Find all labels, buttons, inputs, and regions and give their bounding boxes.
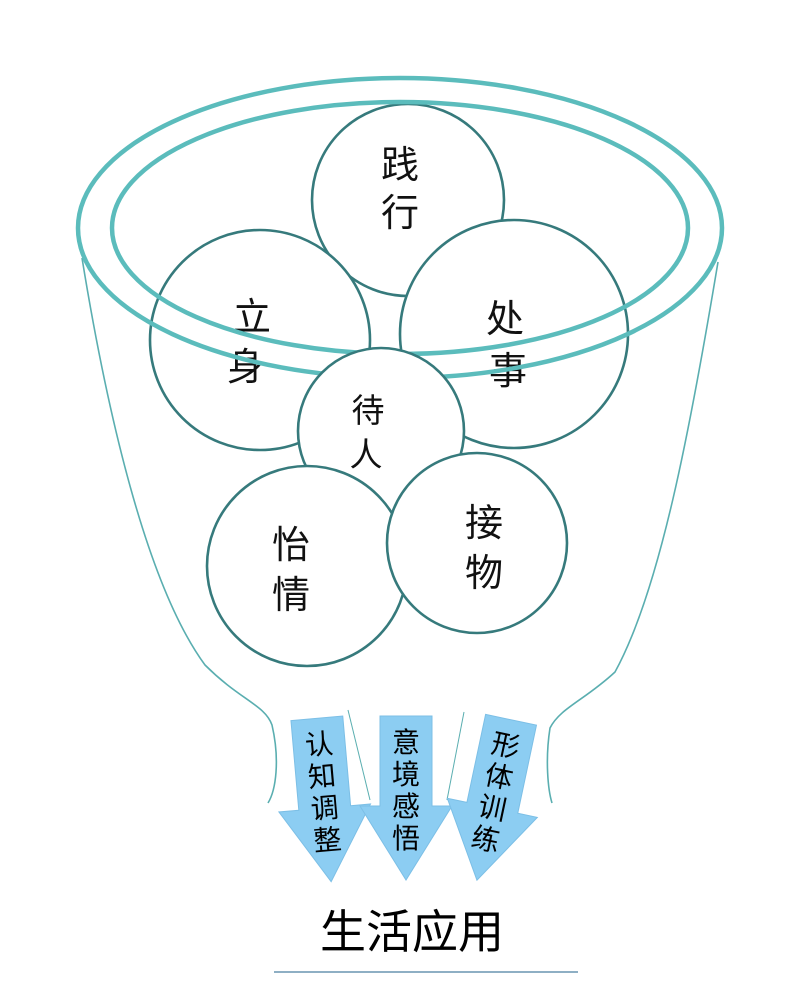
circle-lishen-char-2: 身 xyxy=(227,345,265,389)
circle-jiewu-shape xyxy=(385,451,569,635)
output: 生活应用 xyxy=(274,905,578,973)
arrow-xingti: 形 体 训 练 xyxy=(446,713,539,882)
circle-dairen-char-1: 待 xyxy=(352,391,385,430)
arrow-renzhi-char-1: 认 xyxy=(304,727,335,762)
circle-dairen-char-2: 人 xyxy=(350,435,383,474)
arrow-renzhi-shape xyxy=(277,715,372,883)
arrow-yijing-char-2: 境 xyxy=(392,758,420,791)
output-label: 生活应用 xyxy=(320,905,504,959)
funnel-inner-line-left xyxy=(347,709,371,801)
circle-group-lower: 待 人 怡 情 接 物 xyxy=(205,346,569,668)
arrow-yijing-char-1: 意 xyxy=(392,726,420,759)
circle-yiqing: 怡 情 xyxy=(205,464,409,668)
arrow-yijing-shape xyxy=(359,715,453,881)
circle-chushi-char-1: 处 xyxy=(486,297,524,341)
arrow-xingti-char-1: 形 xyxy=(488,727,522,765)
arrow-yijing: 意 境 感 悟 xyxy=(359,715,453,881)
funnel-left-side xyxy=(81,257,278,804)
funnel-inner-line-right xyxy=(446,711,465,801)
circle-jianxing-char-1: 践 xyxy=(381,143,419,187)
arrow-renzhi: 认 知 调 整 xyxy=(277,715,372,883)
funnel-right-side xyxy=(546,261,719,804)
arrow-xingti-char-4: 练 xyxy=(468,821,502,859)
circle-jiewu-char-2: 物 xyxy=(465,551,503,595)
arrow-xingti-char-3: 训 xyxy=(475,789,509,827)
funnel-body xyxy=(81,257,719,804)
arrow-renzhi-char-3: 调 xyxy=(309,791,340,826)
circle-chushi: 处 事 xyxy=(398,218,630,450)
circle-yiqing-char-2: 情 xyxy=(272,573,310,617)
arrow-renzhi-char-2: 知 xyxy=(307,759,338,794)
circle-jiewu-char-1: 接 xyxy=(465,501,503,545)
circle-yiqing-char-1: 怡 xyxy=(272,523,310,567)
circle-jiewu: 接 物 xyxy=(385,451,569,635)
arrow-xingti-shape xyxy=(446,713,539,882)
arrow-group: 认 知 调 整 意 境 感 悟 形 体 训 练 xyxy=(277,713,539,883)
arrow-renzhi-char-4: 整 xyxy=(312,823,343,858)
arrow-yijing-char-4: 悟 xyxy=(392,822,420,855)
arrow-yijing-char-3: 感 xyxy=(392,790,420,823)
arrow-xingti-char-2: 体 xyxy=(482,758,516,796)
circle-jianxing-char-2: 行 xyxy=(381,191,419,235)
